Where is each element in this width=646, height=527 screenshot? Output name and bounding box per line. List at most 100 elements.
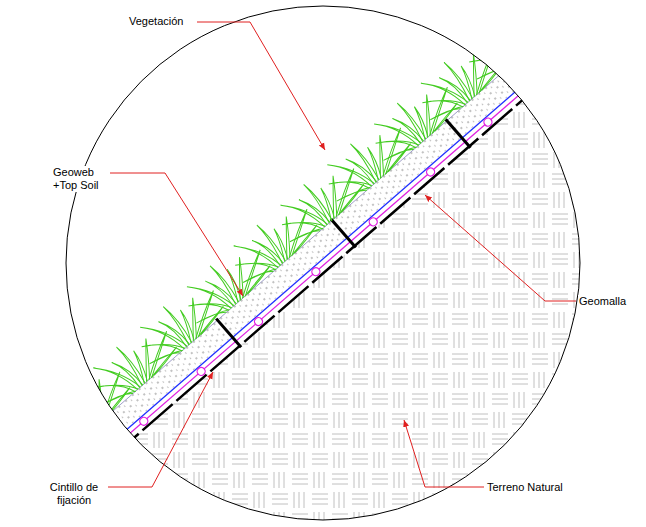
grass-blade [53,428,87,459]
grass-blade [514,0,561,36]
grass-blade [0,479,3,513]
leader-line [104,372,213,487]
grass-blade [9,464,42,495]
fixing-tie [138,416,149,427]
grass-blade [48,407,91,450]
grass-blade [521,22,555,53]
grass-tuft [0,397,89,495]
geoweb-cell-wall [216,319,241,348]
geoweb-cell-wall [0,518,12,527]
geogrid-label: Geomalla [578,295,627,308]
grass-blade [187,271,234,320]
grass-blade [1,448,44,491]
grass-blade [31,420,74,463]
ground-label: Terreno Natural [486,481,564,494]
grass-blade [30,432,61,465]
geoweb-cell-wall [560,19,585,48]
geoweb-cell-wall [101,418,126,447]
fixing-tie [425,166,436,177]
grass-tuft [267,153,370,251]
grass-blade [6,469,40,500]
grass-blade [327,149,374,198]
fixing-tie [597,17,608,28]
leader-line [404,420,484,487]
grass-blade [374,109,421,158]
geoweb-cell-wall [331,219,356,248]
leader-lines [104,22,576,487]
fixing-tie [310,266,321,277]
fixing-tie [23,515,34,526]
grass-blade [56,423,89,454]
grass-blade [421,68,468,117]
grass-blade [18,438,49,472]
vegetation-label: Vegetación [128,15,184,28]
geoweb-cell-wall [446,119,471,148]
fixing-tie [81,466,92,477]
grass-blade [0,468,7,507]
leader-line [425,195,576,301]
fixing-tie [368,216,379,227]
grass-tuft [80,316,183,414]
grass-blade [452,54,495,97]
fixing-tie [196,366,207,377]
grass-blade [39,413,90,462]
grass-blade [93,353,140,402]
grass-tuft [501,0,604,47]
grass-blade [486,21,522,60]
grass-blade [533,0,564,25]
fixing-ties [23,0,646,527]
grass-blade [554,0,605,14]
grass-blade [65,387,101,426]
grass-blade [563,0,606,3]
grass-blade [0,461,27,504]
grass-blade [533,0,569,20]
geoweb-label: Geoweb +Top Soil [52,166,110,192]
grass-blade [524,16,557,47]
grass-blade [100,388,134,419]
grass-tuft [455,0,558,88]
grass-blade [469,41,512,84]
leader-line [106,173,243,296]
grass-tuft [361,71,464,169]
grass-blade [0,434,47,483]
grass-blade [516,1,559,44]
grass-tuft [221,193,324,291]
grass-blade [507,6,558,55]
grass-tuft [174,234,277,332]
grass-blade [544,0,575,18]
grass-blade [65,397,96,431]
detail-circle [66,6,580,520]
grass-blade [546,0,589,16]
tie-label: Cintillo de fijación [40,481,108,507]
grass-blade [0,475,1,524]
grass-tuft [314,112,417,210]
grass-tuft [127,275,230,373]
grass-blade [460,47,511,96]
grass-blade [18,428,54,467]
fixing-tie [540,67,551,78]
grass-blade [486,31,517,65]
fixing-tie [482,116,493,127]
grass-blade [0,473,14,506]
grass-blade [571,0,604,6]
leader-line [197,22,325,150]
grass-tuft [0,438,43,527]
grass-blade [47,394,94,443]
grass-tuft [34,356,137,454]
grass-blade [140,312,187,361]
grass-blade [499,13,542,56]
geoweb-cells [0,19,585,527]
grass-blade [234,231,281,280]
grass-blade [498,25,529,58]
grass-blade [568,0,602,12]
grass-blade [0,453,43,502]
